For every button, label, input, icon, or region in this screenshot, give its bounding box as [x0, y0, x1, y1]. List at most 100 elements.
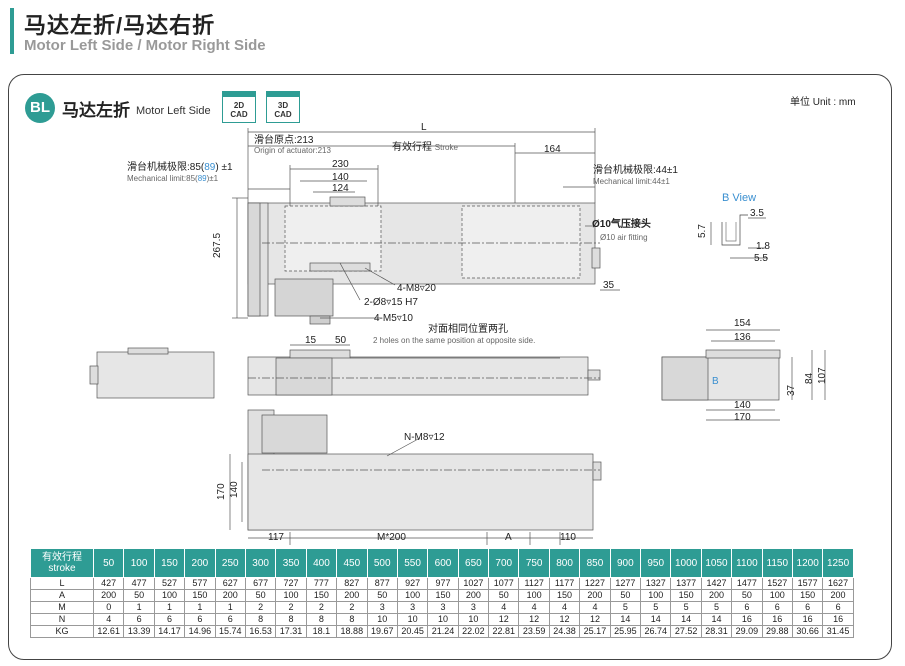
table-cell: 14 — [609, 613, 642, 626]
table-cell: 1377 — [670, 577, 702, 590]
table-cell: 18.1 — [305, 625, 338, 638]
table-cell: 527 — [153, 577, 186, 590]
nm8-holes-label: N-M8▿12 — [404, 432, 445, 443]
b-view-marker: B — [712, 376, 719, 387]
dim-124: 124 — [332, 183, 349, 194]
table-cell: 150 — [427, 589, 459, 602]
table-cell: 6 — [123, 613, 155, 626]
table-cell: 627 — [214, 577, 246, 590]
table-cell: 15.74 — [214, 625, 246, 638]
table-cell: 1177 — [548, 577, 581, 590]
stroke-header-cell: 1250 — [822, 548, 854, 578]
table-cell: 23.59 — [518, 625, 550, 638]
table-cell: 4 — [579, 601, 611, 614]
table-cell: 1227 — [579, 577, 611, 590]
bview-dim-5-7: 5.7 — [697, 224, 708, 238]
table-cell: 16.53 — [244, 625, 277, 638]
stroke-header-cell: 400 — [305, 548, 338, 578]
table-cell: 6 — [822, 601, 854, 614]
table-cell: 30.66 — [791, 625, 824, 638]
table-cell: 16 — [731, 613, 763, 626]
table-cell: 0 — [92, 601, 125, 614]
table-cell: 1027 — [457, 577, 490, 590]
header-accent-bar — [10, 8, 14, 54]
dim-A: A — [505, 532, 512, 543]
table-cell: 28.31 — [700, 625, 733, 638]
stroke-header-cell: 900 — [609, 548, 642, 578]
stroke-header-cell: 350 — [275, 548, 307, 578]
table-cell: 200 — [822, 589, 854, 602]
table-cell: 4 — [488, 601, 520, 614]
m5-holes-label: 4-M5▿10 — [374, 313, 413, 324]
table-cell: 2 — [244, 601, 277, 614]
dim-140-vert: 140 — [229, 481, 240, 498]
table-cell: 22.81 — [488, 625, 520, 638]
table-cell: 24.38 — [548, 625, 581, 638]
table-cell: 19.67 — [366, 625, 398, 638]
table-cell: 14.17 — [153, 625, 186, 638]
table-cell: 200 — [457, 589, 490, 602]
stroke-header-cell: 150 — [153, 548, 186, 578]
table-cell: 1 — [153, 601, 186, 614]
dim-117: 117 — [268, 532, 284, 543]
table-row-label: M — [30, 601, 94, 614]
table-cell: 827 — [336, 577, 368, 590]
table-cell: 16 — [791, 613, 824, 626]
table-cell: 200 — [92, 589, 125, 602]
table-cell: 18.88 — [336, 625, 368, 638]
mech-limit-right-en: Mechanical limit:44±1 — [593, 177, 670, 186]
stroke-header-cell: 450 — [336, 548, 368, 578]
air-fitting-cn: Ø10气压接头 — [592, 219, 651, 230]
table-cell: 6 — [184, 613, 216, 626]
section-title-en: Motor Left Side — [136, 105, 211, 117]
table-cell: 200 — [579, 589, 611, 602]
dim-140-end: 140 — [734, 400, 751, 411]
stroke-header-cell: 1050 — [700, 548, 733, 578]
stroke-header-cell: 800 — [548, 548, 581, 578]
section-badge: BL — [25, 93, 55, 123]
table-cell: 777 — [305, 577, 338, 590]
stroke-header-cell: 300 — [244, 548, 277, 578]
table-cell: 100 — [153, 589, 186, 602]
table-cell: 927 — [396, 577, 429, 590]
table-cell: 25.95 — [609, 625, 642, 638]
mech-limit-left-cn: 滑台机械极限:85(89) ±1 — [127, 162, 233, 173]
table-cell: 17.31 — [275, 625, 307, 638]
table-cell: 1077 — [488, 577, 520, 590]
dim-L: L — [421, 122, 427, 133]
table-cell: 577 — [184, 577, 216, 590]
table-cell: 50 — [366, 589, 398, 602]
stroke-header-cell: 700 — [488, 548, 520, 578]
table-cell: 677 — [244, 577, 277, 590]
stroke-header-cell: 950 — [640, 548, 672, 578]
bview-dim-3-5: 3.5 — [750, 208, 764, 219]
stroke-header-cell: 200 — [184, 548, 216, 578]
table-cell: 1527 — [761, 577, 793, 590]
table-cell: 4 — [548, 601, 581, 614]
table-cell: 4 — [518, 601, 550, 614]
table-cell: 5 — [700, 601, 733, 614]
table-cell: 29.09 — [731, 625, 763, 638]
table-cell: 5 — [640, 601, 672, 614]
stroke-header-cell: 500 — [366, 548, 398, 578]
table-cell: 50 — [244, 589, 277, 602]
table-cell: 14 — [640, 613, 672, 626]
table-cell: 14.96 — [184, 625, 216, 638]
dim-50: 50 — [335, 335, 347, 346]
table-cell: 1477 — [731, 577, 763, 590]
table-cell: 6 — [153, 613, 186, 626]
dim-m200: M*200 — [377, 532, 406, 543]
table-cell: 427 — [92, 577, 125, 590]
bview-dim-1-8: 1.8 — [756, 241, 770, 252]
page-title-en: Motor Left Side / Motor Right Side — [24, 37, 266, 54]
table-cell: 3 — [457, 601, 490, 614]
table-cell: 1 — [214, 601, 246, 614]
table-cell: 31.45 — [822, 625, 854, 638]
table-cell: 50 — [488, 589, 520, 602]
stroke-header-cell: 1100 — [731, 548, 763, 578]
